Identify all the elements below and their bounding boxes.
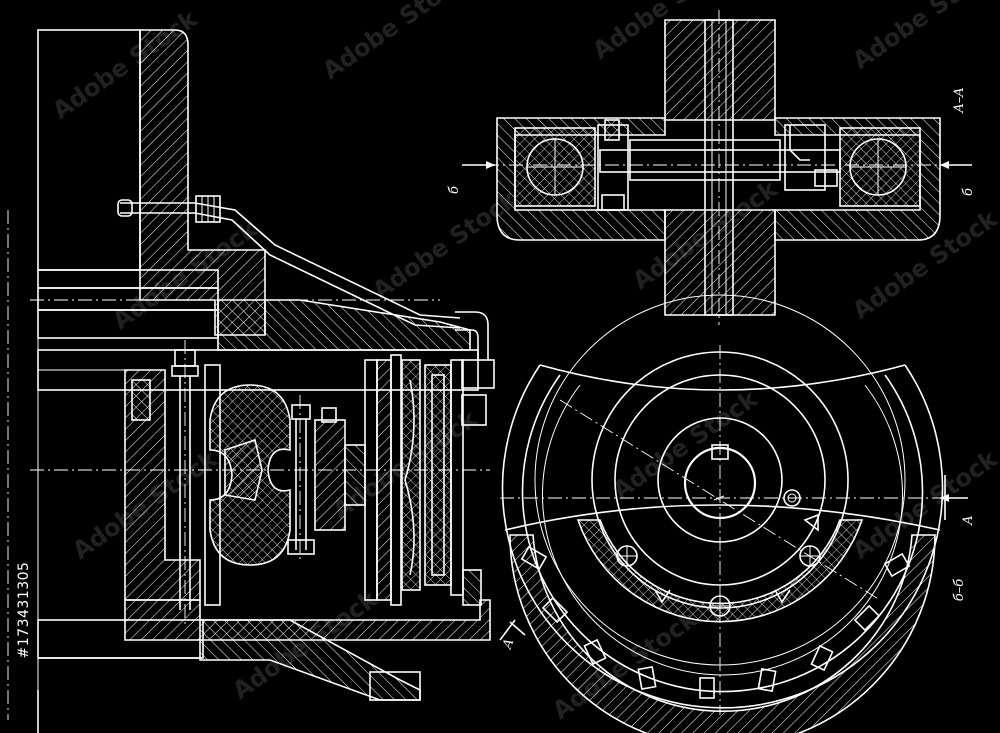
section-arrow-label-right: б xyxy=(961,188,976,196)
section-arrow-label-left: б xyxy=(447,186,462,194)
stock-id-text: #173431305 xyxy=(16,562,32,659)
section-b-b-view: A б–б A xyxy=(499,294,976,733)
watermark: Adobe Stock xyxy=(317,0,473,85)
section-arrow-label-a-right: A xyxy=(961,515,976,525)
watermark: Adobe Stock xyxy=(847,0,1000,75)
section-arrow-label-a-left: A xyxy=(500,637,518,652)
section-title-a-a: A–A xyxy=(952,87,967,113)
section-a-a-view: A–A б б xyxy=(447,10,976,325)
section-title-b-b: б–б xyxy=(952,579,967,601)
left-assembly-section xyxy=(7,29,495,733)
ring-teeth xyxy=(520,545,911,699)
